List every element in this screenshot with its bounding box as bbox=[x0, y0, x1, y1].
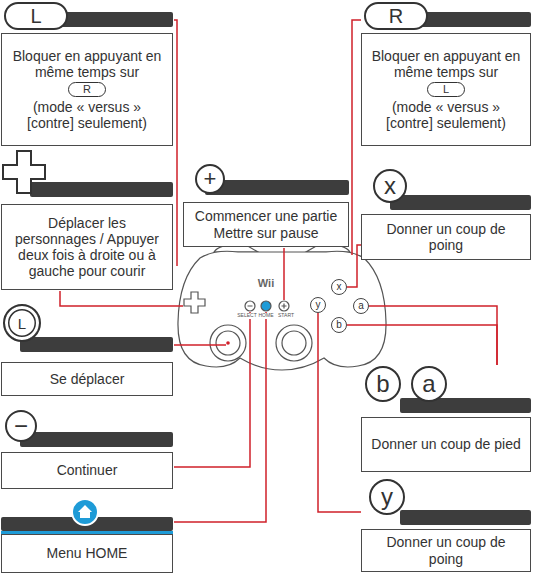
controller-button: a bbox=[353, 298, 369, 314]
callout-body: Donner un coup de poing bbox=[361, 214, 531, 260]
button-icon: L bbox=[427, 82, 465, 97]
leader-line bbox=[347, 325, 497, 365]
leader-line bbox=[318, 313, 361, 512]
callout-body: Déplacer les personnages / Appuyer deux … bbox=[1, 204, 173, 290]
button-icon: + bbox=[195, 164, 225, 194]
button-label: HOME bbox=[258, 313, 275, 319]
button-letter: x bbox=[384, 174, 396, 198]
button-letter: L bbox=[30, 6, 41, 26]
callout-text: Mettre sur pause bbox=[213, 225, 318, 241]
leader-dot bbox=[226, 341, 230, 345]
callout-text: Déplacer les personnages / Appuyer deux … bbox=[8, 215, 166, 279]
stick-icon: L bbox=[3, 304, 41, 342]
callout-text: Bloquer en appuyant en même temps sur bbox=[8, 48, 166, 80]
callout-body: Donner un coup de pied bbox=[361, 417, 531, 472]
callout-body: Donner un coup de poing bbox=[361, 529, 531, 572]
button-letter: L bbox=[18, 316, 26, 331]
callout-box: Donner un coup de poing y bbox=[361, 478, 531, 573]
callout-text: Bloquer en appuyant en même temps sur bbox=[368, 48, 524, 80]
button-label: START bbox=[277, 313, 295, 319]
controller-button: x bbox=[331, 279, 347, 295]
button-letter: x bbox=[337, 282, 342, 292]
callout-box: Menu HOME bbox=[1, 496, 173, 574]
header-bars bbox=[1, 12, 531, 531]
callout-body: Continuer bbox=[1, 452, 173, 489]
button-letter: L bbox=[443, 84, 449, 95]
button-label: SELECT bbox=[236, 313, 257, 319]
callout-box: Continuer − bbox=[1, 407, 173, 489]
callout-text: Donner un coup de poing bbox=[368, 221, 524, 253]
button-icon: − bbox=[5, 410, 37, 442]
button-icon: b bbox=[365, 366, 401, 402]
callout-box: Bloquer en appuyant en même temps surL (m… bbox=[361, 1, 531, 147]
button-icon: a bbox=[411, 366, 447, 402]
callout-box: Bloquer en appuyant en même temps surR (m… bbox=[1, 1, 173, 147]
button-letter: a bbox=[358, 301, 364, 311]
button-letter: y bbox=[381, 485, 393, 509]
dpad-icon bbox=[3, 151, 45, 193]
button-letter: a bbox=[422, 372, 435, 396]
callout-text: (mode « versus » [contre] seulement) bbox=[368, 99, 524, 131]
callout-box: Commencer une partieMettre sur pause + bbox=[183, 162, 349, 247]
button-letter: − bbox=[14, 414, 28, 438]
button-letter: b bbox=[376, 372, 389, 396]
button-icon: y bbox=[369, 479, 405, 515]
callout-body: Commencer une partieMettre sur pause bbox=[183, 202, 349, 247]
callout-body: Bloquer en appuyant en même temps surL (m… bbox=[361, 33, 531, 146]
callout-text: Continuer bbox=[57, 462, 118, 478]
leader-line bbox=[347, 245, 361, 287]
home-icon bbox=[72, 499, 98, 525]
callout-box: Déplacer les personnages / Appuyer deux … bbox=[1, 150, 173, 291]
button-letter: + bbox=[204, 168, 217, 190]
controller-button: b bbox=[331, 317, 347, 333]
controller-button: y bbox=[310, 297, 326, 313]
button-icon: R bbox=[364, 2, 428, 30]
callout-body: Menu HOME bbox=[1, 534, 173, 573]
button-letter: R bbox=[83, 84, 91, 95]
button-icon: x bbox=[373, 169, 407, 203]
callout-text: (mode « versus » [contre] seulement) bbox=[8, 99, 166, 131]
brand-label: Wii bbox=[257, 277, 275, 289]
callout-box: Se déplacer L bbox=[1, 300, 173, 396]
button-letter: b bbox=[336, 320, 342, 330]
callout-body: Se déplacer bbox=[1, 362, 173, 396]
callout-text: Donner un coup de pied bbox=[371, 436, 520, 452]
callout-text: Donner un coup de poing bbox=[368, 534, 524, 566]
leader-line bbox=[369, 306, 497, 365]
callout-text: Commencer une partie bbox=[195, 208, 337, 224]
button-letter: R bbox=[389, 6, 403, 26]
callout-box: Donner un coup de pied b a bbox=[361, 365, 531, 472]
button-icon: L bbox=[4, 2, 68, 30]
button-letter: y bbox=[316, 300, 321, 310]
callout-text: Se déplacer bbox=[50, 371, 125, 387]
callout-text: Menu HOME bbox=[47, 545, 128, 561]
button-icon: R bbox=[68, 82, 106, 97]
callout-box: Donner un coup de poing x bbox=[361, 168, 531, 260]
callout-body: Bloquer en appuyant en même temps surR (m… bbox=[1, 33, 173, 146]
controller bbox=[178, 245, 386, 370]
